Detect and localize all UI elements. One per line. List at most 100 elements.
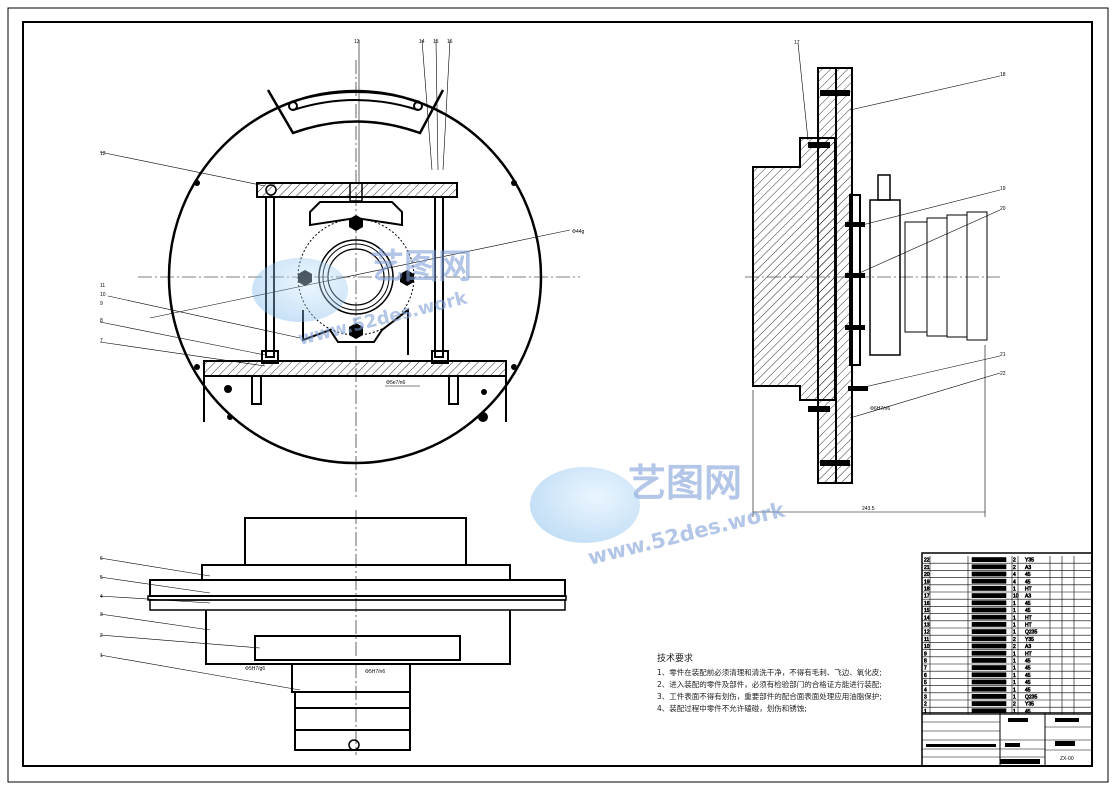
parts-qty: 2 [1013, 644, 1016, 650]
parts-mat: 45 [1025, 687, 1031, 693]
parts-qty: 10 [1013, 594, 1019, 600]
tech-item: 4、装配过程中零件不允许磕碰，划伤和锈蚀; [657, 703, 807, 713]
parts-no: 6 [924, 673, 927, 679]
parts-no: 9 [924, 651, 927, 657]
parts-mat: Q235 [1025, 630, 1037, 636]
dim-bottom-left: Φ5H7/g6 [245, 666, 265, 672]
label-3: 3 [100, 612, 103, 618]
parts-mat: A3 [1025, 644, 1031, 650]
tech-item: 1、零件在装配前必须清理和清洗干净，不得有毛刺、飞边、氧化皮; [657, 667, 882, 677]
parts-no: 19 [924, 579, 930, 585]
parts-no: 21 [924, 565, 930, 571]
label-6: 6 [100, 556, 103, 562]
parts-mat: Q235 [1025, 695, 1037, 701]
label-14: 14 [419, 39, 425, 45]
side-view: 17 18 19 20 21 22 Φ6H7/n6 243.5 [745, 40, 1006, 517]
watermark: 艺图网 www.52des.work 艺图网 www.52des.work [252, 247, 788, 570]
outer-border [7, 7, 1109, 783]
parts-list-row: 1 1 45 [922, 708, 1092, 715]
parts-list-row: 11 2 Y35 [922, 636, 1092, 643]
parts-qty: 1 [1013, 651, 1016, 657]
parts-mat: A3 [1025, 565, 1031, 571]
parts-mat: HT [1025, 587, 1032, 593]
parts-no: 12 [924, 630, 930, 636]
parts-qty: 1 [1013, 623, 1016, 629]
label-15: 15 [433, 39, 439, 45]
tech-item: 3、工件表面不得有划伤，重要部件的配合面表面处理应用油脂保护; [657, 691, 882, 701]
label-5: 5 [100, 575, 103, 581]
parts-mat: A3 [1025, 594, 1031, 600]
parts-qty: 1 [1013, 673, 1016, 679]
dim-bottom-right: Φ5H7/n6 [365, 669, 385, 675]
parts-qty: 1 [1013, 587, 1016, 593]
label-2: 2 [100, 633, 103, 639]
label-13: 13 [354, 39, 360, 45]
parts-mat: HT [1025, 615, 1032, 621]
parts-no: 16 [924, 601, 930, 607]
label-4: 4 [100, 594, 103, 600]
tech-title: 技术要求 [657, 652, 693, 664]
label-12: 12 [100, 151, 106, 157]
label-16: 16 [447, 39, 453, 45]
label-11: 11 [100, 283, 105, 289]
parts-mat: Y35 [1025, 637, 1034, 643]
parts-list-row: 21 2 A3 [922, 564, 1092, 571]
parts-mat: 45 [1025, 680, 1031, 686]
parts-qty: 2 [1013, 558, 1016, 564]
parts-no: 4 [924, 687, 927, 693]
parts-no: 2 [924, 702, 927, 708]
parts-mat: 45 [1025, 608, 1031, 614]
front-view: 13 14 15 16 12 11 10 9 8 7 Φ44g Φ5e7/n6 [99, 39, 585, 500]
parts-mat: HT [1025, 651, 1032, 657]
parts-no: 5 [924, 680, 927, 686]
parts-list-row: 3 1 Q235 [922, 693, 1092, 701]
watermark-brand: 艺图网 [370, 247, 472, 287]
drawing-frame [22, 21, 1093, 767]
parts-qty: 2 [1013, 637, 1016, 643]
tech-item: 2、进入装配的零件及部件，必须有检验部门的合格证方能进行装配; [657, 679, 882, 689]
parts-no: 3 [924, 695, 927, 701]
parts-qty: 4 [1013, 572, 1016, 578]
parts-no: 11 [924, 637, 929, 643]
parts-mat: 45 [1025, 601, 1031, 607]
label-8: 8 [100, 318, 103, 324]
parts-qty: 1 [1013, 608, 1016, 614]
parts-qty: 2 [1013, 565, 1016, 571]
label-10: 10 [100, 292, 106, 298]
parts-qty: 1 [1013, 695, 1016, 701]
parts-qty: 1 [1013, 666, 1016, 672]
parts-no: 1 [924, 709, 927, 715]
parts-no: 14 [924, 615, 930, 621]
parts-qty: 1 [1013, 709, 1016, 715]
parts-mat: Y35 [1025, 702, 1034, 708]
parts-no: 10 [924, 644, 930, 650]
dim-overall-width: 243.5 [862, 506, 875, 512]
label-7: 7 [100, 338, 103, 344]
watermark-brand: 艺图网 [628, 461, 742, 505]
label-18: 18 [1000, 72, 1006, 78]
parts-mat: 45 [1025, 709, 1031, 715]
label-19: 19 [1000, 186, 1006, 192]
parts-no: 8 [924, 659, 927, 665]
parts-list-row: 9 1 HT [922, 650, 1092, 658]
parts-qty: 1 [1013, 659, 1016, 665]
parts-qty: 1 [1013, 601, 1016, 607]
parts-mat: 45 [1025, 659, 1031, 665]
label-21: 21 [1000, 352, 1006, 358]
parts-mat: Y35 [1025, 558, 1034, 564]
label-20: 20 [1000, 206, 1006, 212]
parts-list-row: 10 2 A3 [922, 643, 1092, 650]
